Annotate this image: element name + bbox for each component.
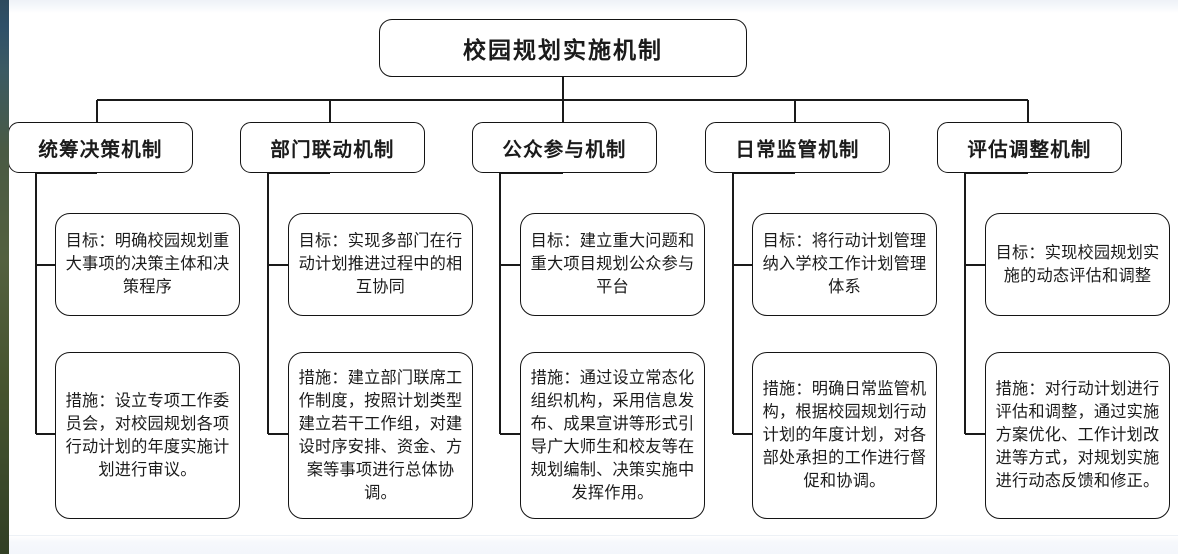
goal-node-1-text: 目标：明确校园规划重大事项的决策主体和决策程序 [65, 232, 230, 296]
measure-node-5[interactable]: 措施：对行动计划进行评估和调整，通过实施方案优化、工作计划改进等方式，对规划实施… [985, 352, 1170, 519]
branch-node-2-label: 部门联动机制 [270, 140, 395, 161]
goal-node-5[interactable]: 目标：实现校园规划实施的动态评估和调整 [985, 213, 1170, 316]
root-node[interactable]: 校园规划实施机制 [379, 19, 747, 77]
goal-node-4-text: 目标：将行动计划管理纳入学校工作计划管理体系 [762, 232, 927, 296]
branch-node-3-label: 公众参与机制 [502, 140, 627, 161]
branch-node-5-label: 评估调整机制 [967, 140, 1092, 161]
root-node-label: 校园规划实施机制 [463, 38, 663, 63]
measure-node-1[interactable]: 措施：设立专项工作委员会，对校园规划各项行动计划的年度实施计划进行审议。 [55, 352, 240, 519]
measure-node-3-text: 措施：通过设立常态化组织机构，采用信息发布、成果宣讲等形式引导广大师生和校友等在… [530, 368, 695, 502]
branch-node-4[interactable]: 日常监管机制 [705, 122, 890, 173]
goal-node-4[interactable]: 目标：将行动计划管理纳入学校工作计划管理体系 [752, 213, 937, 316]
goal-node-1[interactable]: 目标：明确校园规划重大事项的决策主体和决策程序 [55, 213, 240, 316]
branch-node-1-label: 统筹决策机制 [38, 140, 163, 161]
measure-node-1-text: 措施：设立专项工作委员会，对校园规划各项行动计划的年度实施计划进行审议。 [65, 391, 230, 479]
branch-node-4-label: 日常监管机制 [735, 140, 860, 161]
measure-node-2[interactable]: 措施：建立部门联席工作制度，按照计划类型建立若干工作组，对建设时序安排、资金、方… [288, 352, 473, 519]
goal-node-3-text: 目标：建立重大问题和重大项目规划公众参与平台 [530, 232, 695, 296]
branch-node-5[interactable]: 评估调整机制 [937, 122, 1122, 173]
goal-node-2-text: 目标：实现多部门在行动计划推进过程中的相互协同 [298, 232, 463, 296]
goal-node-2[interactable]: 目标：实现多部门在行动计划推进过程中的相互协同 [288, 213, 473, 316]
measure-node-2-text: 措施：建立部门联席工作制度，按照计划类型建立若干工作组，对建设时序安排、资金、方… [298, 368, 463, 502]
measure-node-4-text: 措施：明确日常监管机构，根据校园规划行动计划的年度计划，对各部处承担的工作进行督… [762, 380, 927, 490]
background-edge-strip [0, 0, 9, 554]
measure-node-5-text: 措施：对行动计划进行评估和调整，通过实施方案优化、工作计划改进等方式，对规划实施… [995, 380, 1160, 490]
branch-node-3[interactable]: 公众参与机制 [472, 122, 657, 173]
branch-node-2[interactable]: 部门联动机制 [240, 122, 425, 173]
goal-node-5-text: 目标：实现校园规划实施的动态评估和调整 [995, 243, 1160, 285]
bottom-background-band [9, 535, 1178, 554]
top-background-band [9, 0, 1178, 13]
measure-node-4[interactable]: 措施：明确日常监管机构，根据校园规划行动计划的年度计划，对各部处承担的工作进行督… [752, 352, 937, 519]
goal-node-3[interactable]: 目标：建立重大问题和重大项目规划公众参与平台 [520, 213, 705, 316]
measure-node-3[interactable]: 措施：通过设立常态化组织机构，采用信息发布、成果宣讲等形式引导广大师生和校友等在… [520, 352, 705, 519]
branch-node-1[interactable]: 统筹决策机制 [8, 122, 193, 173]
